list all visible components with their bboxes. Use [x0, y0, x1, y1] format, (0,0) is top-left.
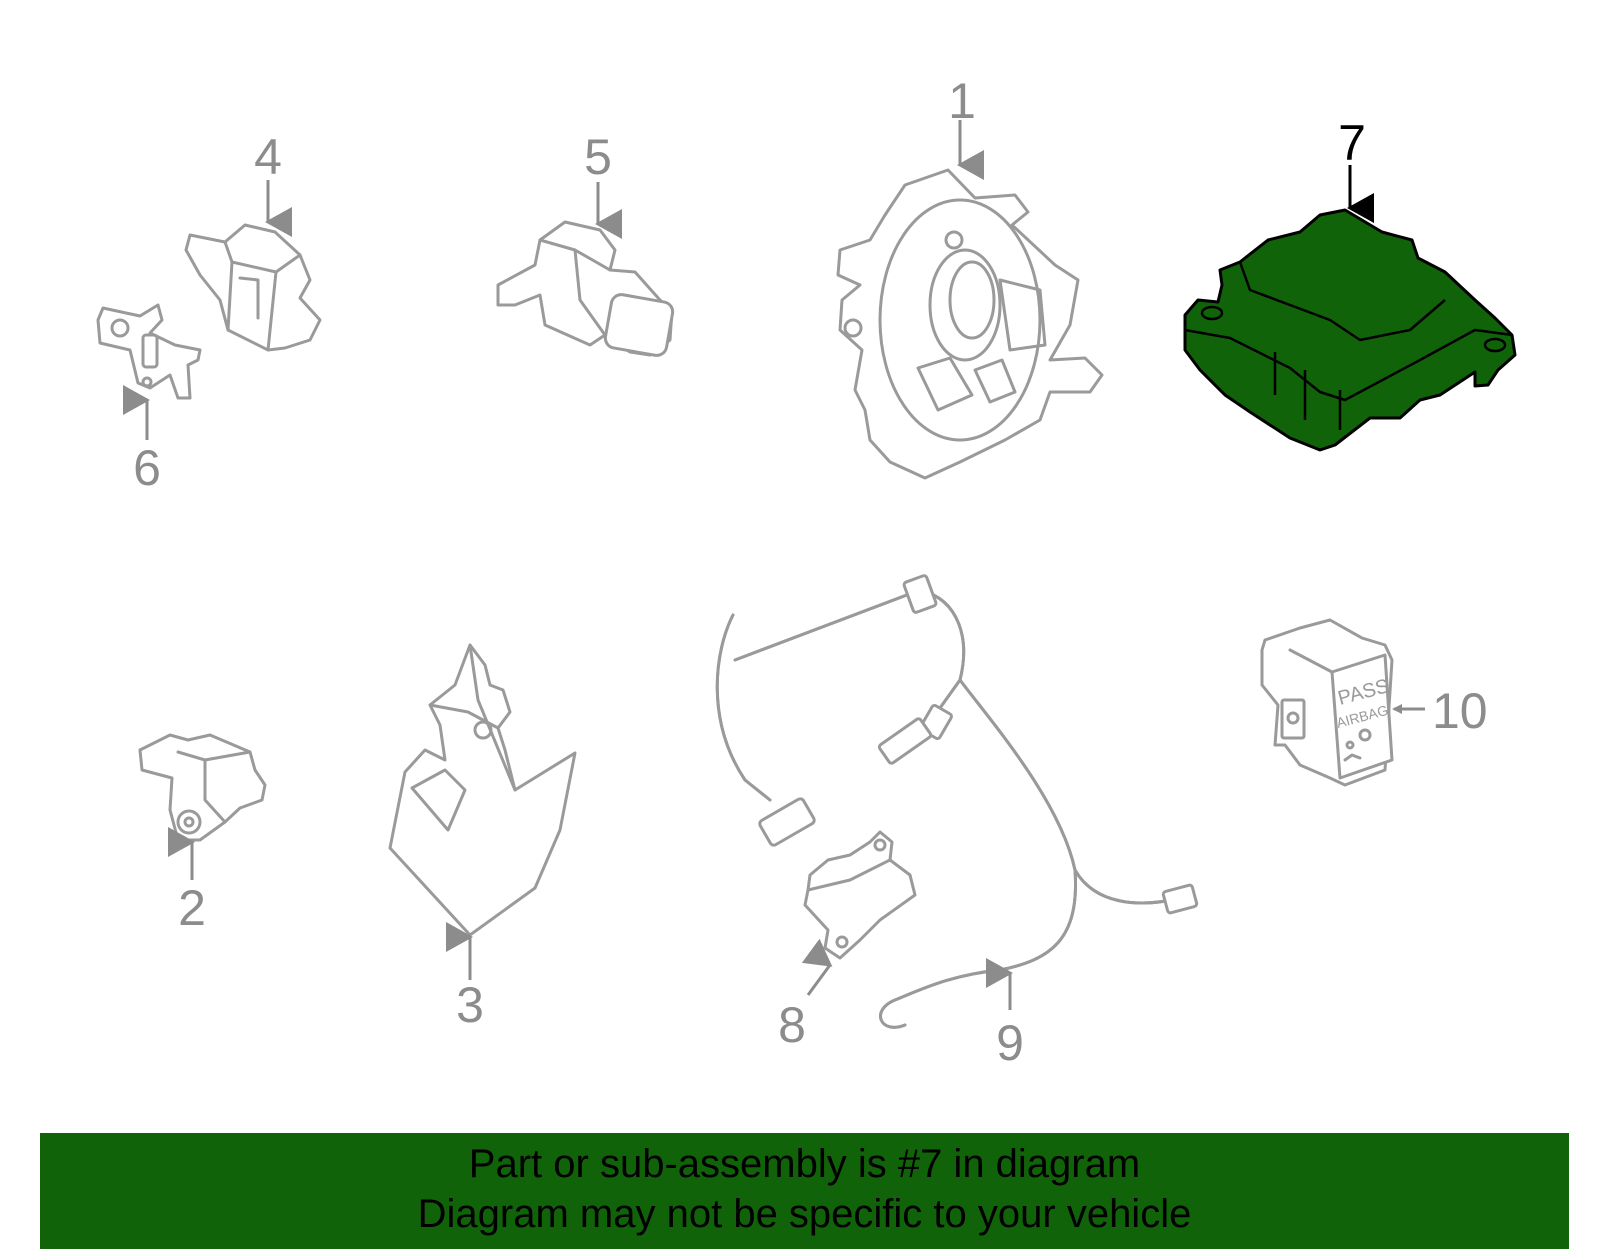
- callout-4: 4: [254, 129, 292, 237]
- banner-line-1: Part or sub-assembly is #7 in diagram: [468, 1142, 1141, 1186]
- svg-text:10: 10: [1432, 683, 1488, 739]
- callout-1: 1: [948, 73, 984, 180]
- svg-text:1: 1: [948, 73, 976, 129]
- svg-text:3: 3: [456, 977, 484, 1033]
- callout-2: 2: [168, 827, 206, 936]
- part-2-sensor[interactable]: [138, 733, 267, 842]
- callout-5: 5: [584, 129, 622, 239]
- svg-text:2: 2: [178, 880, 206, 936]
- callout-8: 8: [778, 938, 833, 1053]
- part-9-wire-harness[interactable]: [715, 574, 1199, 1029]
- svg-text:7: 7: [1338, 115, 1366, 171]
- part-3-plate[interactable]: [388, 643, 577, 937]
- banner-line-2: Diagram may not be specific to your vehi…: [417, 1192, 1192, 1236]
- callout-7: 7: [1338, 115, 1374, 223]
- svg-text:8: 8: [778, 997, 806, 1053]
- part-8-bracket[interactable]: [803, 830, 917, 960]
- svg-text:6: 6: [133, 440, 161, 496]
- svg-text:4: 4: [254, 129, 282, 185]
- callout-6: 6: [123, 385, 161, 496]
- part-10-switch[interactable]: PASS AIRBAG: [1260, 618, 1394, 787]
- part-4-sensor[interactable]: [184, 223, 322, 352]
- info-banner: Part or sub-assembly is #7 in diagram Di…: [40, 1133, 1569, 1249]
- svg-text:9: 9: [996, 1015, 1024, 1071]
- callout-3: 3: [446, 922, 484, 1033]
- callout-10: 10: [1392, 683, 1488, 739]
- part-6-bracket[interactable]: [96, 303, 202, 400]
- part-7-module-highlighted[interactable]: [1183, 208, 1517, 452]
- svg-text:5: 5: [584, 129, 612, 185]
- part-5-sensor[interactable]: [496, 220, 675, 357]
- callout-9: 9: [986, 958, 1024, 1071]
- part-1-clock-spring[interactable]: [836, 168, 1104, 480]
